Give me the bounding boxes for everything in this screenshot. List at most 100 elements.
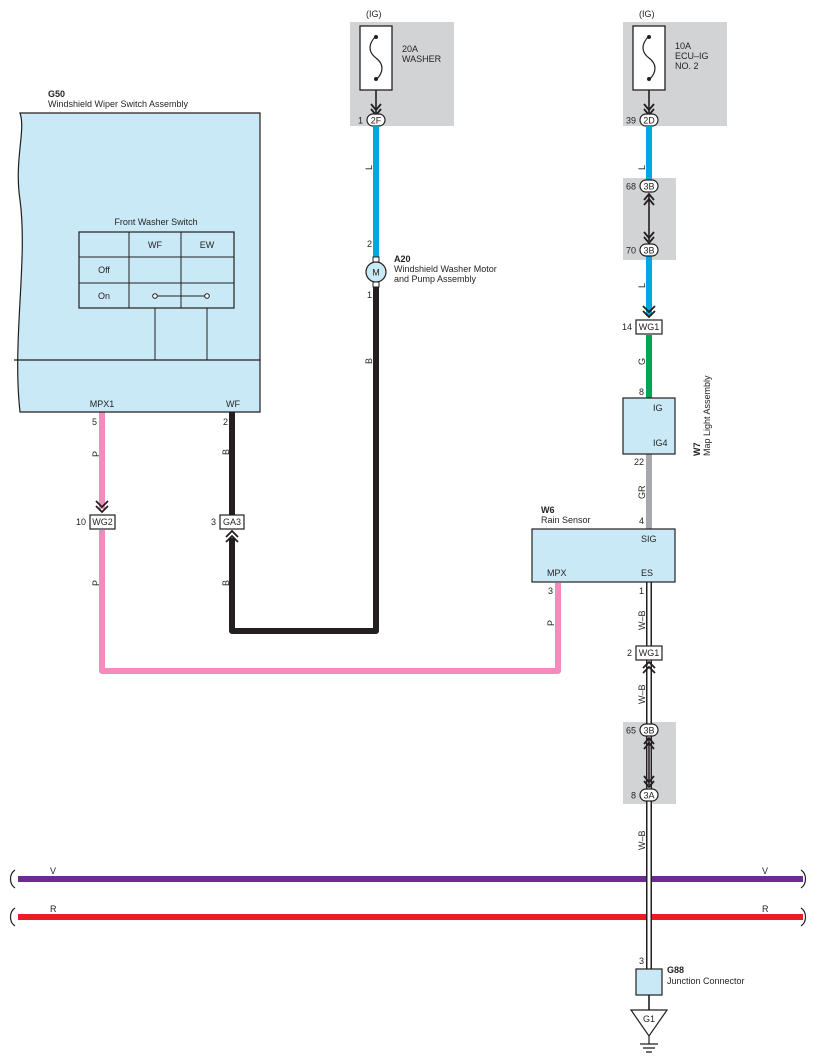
wire-label-gr: GR xyxy=(637,485,647,499)
ground-g1: G1 xyxy=(629,1009,669,1053)
wire-label-p-mpx: P xyxy=(546,620,556,626)
fuse-ecu-pin: 39 xyxy=(626,116,636,126)
j3a-8-name: 3A xyxy=(643,791,654,801)
wg2-arrow-icon xyxy=(95,500,109,514)
wire-label-b-ga3: B xyxy=(221,580,231,586)
wire-label-g: G xyxy=(637,358,647,365)
g50-pin-wf: 2 xyxy=(223,417,228,427)
j3b-65-pin: 65 xyxy=(626,726,636,736)
fuse-washer-name: WASHER xyxy=(402,54,442,64)
connector-wg1-2: WG1 2 xyxy=(627,645,663,674)
a20-pin-out: 1 xyxy=(367,290,372,300)
g50-term-wf: WF xyxy=(226,399,240,409)
ground-label: G1 xyxy=(643,1014,655,1024)
a20-washer-motor: M 2 1 A20 Windshield Washer Motor and Pu… xyxy=(365,239,497,300)
g50-name: Windshield Wiper Switch Assembly xyxy=(48,99,189,109)
wire-label-wb-1: W–B xyxy=(637,610,647,630)
fuse-ecu-element-icon xyxy=(642,35,656,81)
wire-label-v-left: V xyxy=(50,866,56,876)
ga3-arrow-icon xyxy=(225,529,239,543)
ga3-pin: 3 xyxy=(211,517,216,527)
ga3-body xyxy=(219,514,245,530)
fuse-ecu-rating: 10A xyxy=(675,41,691,51)
wire-label-b-wf: B xyxy=(221,449,231,455)
wire-b-motor-ground xyxy=(229,286,379,634)
a20-pin-in: 2 xyxy=(367,239,372,249)
j3b-68-name: 3B xyxy=(643,182,654,192)
w6-pin-mpx: 3 xyxy=(548,586,553,596)
g50-col-ew: EW xyxy=(200,240,215,250)
wg1-2-pin: 2 xyxy=(627,648,632,658)
fuse-washer-connector: 2F xyxy=(371,116,382,126)
fuse-washer-rating: 20A xyxy=(402,44,418,54)
wg2-pin: 10 xyxy=(76,517,86,527)
w7-term-ig: IG xyxy=(653,403,663,413)
wg1-14-name: WG1 xyxy=(639,322,660,332)
wg1-2-name: WG1 xyxy=(639,648,660,658)
fuse-washer: (IG) 20A WASHER 2F 1 xyxy=(350,9,454,127)
wire-label-wb-3: W–B xyxy=(637,830,647,850)
connector-wg2: WG2 10 xyxy=(76,500,116,530)
wire-p-mpx xyxy=(99,530,561,674)
junction-3b-3a-lower: 3B 65 3A 8 xyxy=(626,723,659,802)
fuse-ecu-name-1: ECU–IG xyxy=(675,51,709,61)
w6-term-sig: SIG xyxy=(641,534,657,544)
g88-junction-connector: 3 G88 Junction Connector xyxy=(635,956,745,1010)
wire-label-p-wg2: P xyxy=(91,580,101,586)
w7-pin-ig: 8 xyxy=(639,387,644,397)
j3b-70-arrow-icon xyxy=(643,231,655,245)
g50-pin-mpx1: 5 xyxy=(92,417,97,427)
wire-label-p-mpx1: P xyxy=(91,451,101,457)
j3b-68-pin: 68 xyxy=(626,182,636,192)
g50-wiper-switch-assembly: G50 Windshield Wiper Switch Assembly Fro… xyxy=(14,89,261,427)
g88-id: G88 xyxy=(667,965,684,975)
wire-label-l-ecu-2: L xyxy=(637,283,647,288)
a20-name-2: and Pump Assembly xyxy=(394,274,477,284)
break-left-v-icon xyxy=(9,869,16,889)
wg1-14-pin: 14 xyxy=(622,322,632,332)
wire-label-v-right: V xyxy=(762,866,768,876)
fuse-ecu-ig: (IG) 10A ECU–IG NO. 2 2D 39 xyxy=(623,9,727,127)
w7-name: Map Light Assembly xyxy=(702,375,712,456)
fuse-ecu-name-2: NO. 2 xyxy=(675,61,699,71)
fuse-washer-pin: 1 xyxy=(358,116,363,126)
g50-body xyxy=(17,112,261,413)
a20-motor-symbol: M xyxy=(372,268,380,278)
wire-label-r-right: R xyxy=(762,904,769,914)
w7-body xyxy=(622,397,676,455)
fuse-ecu-connector: 2D xyxy=(643,116,655,126)
wire-label-wb-2: W–B xyxy=(637,684,647,704)
ground-triangle-icon xyxy=(629,1009,669,1038)
wg2-body xyxy=(89,514,116,530)
g50-switch-title: Front Washer Switch xyxy=(114,217,197,227)
g50-term-mpx1: MPX1 xyxy=(90,399,115,409)
ga3-name: GA3 xyxy=(223,517,241,527)
g50-id: G50 xyxy=(48,89,65,99)
a20-name-1: Windshield Washer Motor xyxy=(394,264,497,274)
g50-switch-contact-icon xyxy=(152,293,210,299)
g88-name: Junction Connector xyxy=(667,976,745,986)
j3a-8-pin: 8 xyxy=(631,791,636,801)
g88-pin: 3 xyxy=(639,956,644,966)
fuse-washer-circuit: (IG) xyxy=(366,9,382,19)
wire-label-r-left: R xyxy=(50,904,57,914)
wire-label-b-motor: B xyxy=(364,358,374,364)
g88-body xyxy=(635,968,663,996)
w7-term-ig4: IG4 xyxy=(653,438,668,448)
break-right-r-icon xyxy=(800,907,807,927)
wire-label-l-ecu-1: L xyxy=(637,165,647,170)
w7-map-light-assembly: IG IG4 8 22 W7 Map Light Assembly xyxy=(622,375,712,467)
w6-body xyxy=(531,528,676,583)
w6-pin-es: 1 xyxy=(639,586,644,596)
g50-row-on: On xyxy=(98,291,110,301)
a20-id: A20 xyxy=(394,254,411,264)
break-right-v-icon xyxy=(800,869,807,889)
fuse-ecu-circuit: (IG) xyxy=(639,9,655,19)
wg2-name: WG2 xyxy=(92,517,113,527)
w6-pin-sig: 4 xyxy=(639,516,644,526)
w6-term-mpx: MPX xyxy=(547,568,567,578)
connector-wg1-14: WG1 14 xyxy=(622,305,663,335)
w6-term-es: ES xyxy=(641,568,653,578)
connector-ga3: GA3 3 xyxy=(211,514,245,543)
